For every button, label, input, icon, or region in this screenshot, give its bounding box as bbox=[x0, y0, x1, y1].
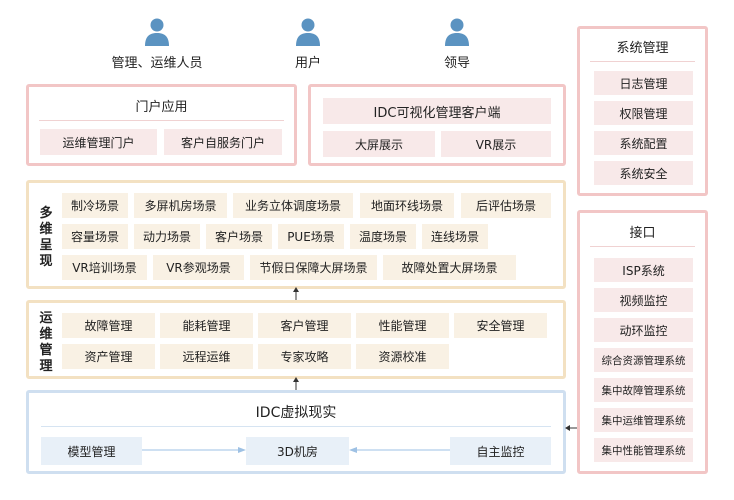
scene-item: 制冷场景 bbox=[62, 193, 128, 218]
scene-item: 节假日保障大屏场景 bbox=[250, 255, 377, 280]
vr-item: 模型管理 bbox=[41, 437, 142, 465]
iface-title: 接口 bbox=[629, 226, 656, 241]
vr-item: 自主监控 bbox=[450, 437, 551, 465]
multi-panel: 多维呈现 制冷场景 多屏机房场景 业务立体调度场景 地面环线场景 后评估场景 容… bbox=[26, 180, 566, 289]
idc-client-panel: IDC可视化管理客户端 大屏展示 VR展示 bbox=[308, 84, 566, 166]
divider bbox=[41, 426, 551, 427]
scene-item: VR培训场景 bbox=[62, 255, 147, 280]
user-label: 领导 bbox=[443, 56, 470, 71]
scene-item: 地面环线场景 bbox=[360, 193, 454, 218]
iface-panel: 接口 ISP系统 视频监控 动环监控 综合资源管理系统 集中故障管理系统 集中运… bbox=[577, 210, 708, 474]
portal-item: 运维管理门户 bbox=[40, 129, 157, 155]
iface-item: 视频监控 bbox=[594, 288, 693, 312]
scene-item: 容量场景 bbox=[62, 224, 128, 249]
divider bbox=[590, 246, 695, 247]
portal-title: 门户应用 bbox=[135, 100, 188, 115]
user-customer: 用户 bbox=[248, 18, 368, 71]
person-icon bbox=[145, 18, 169, 46]
user-label: 管理、运维人员 bbox=[111, 56, 203, 71]
scene-item: 后评估场景 bbox=[461, 193, 551, 218]
scene-item: 客户场景 bbox=[206, 224, 272, 249]
scene-item: 温度场景 bbox=[350, 224, 416, 249]
iface-item: 动环监控 bbox=[594, 318, 693, 342]
idc-client-item: VR展示 bbox=[441, 131, 551, 157]
ops-item: 资产管理 bbox=[62, 344, 155, 369]
scene-item: PUE场景 bbox=[278, 224, 344, 249]
sys-item: 日志管理 bbox=[594, 71, 693, 95]
ops-item: 安全管理 bbox=[454, 313, 547, 338]
sys-title: 系统管理 bbox=[616, 41, 669, 56]
sys-item: 权限管理 bbox=[594, 101, 693, 125]
ops-item: 专家攻略 bbox=[258, 344, 351, 369]
arrow-up-icon bbox=[293, 377, 299, 391]
vr-panel: IDC虚拟现实 模型管理 3D机房 自主监控 bbox=[26, 390, 566, 474]
scene-item: 连线场景 bbox=[422, 224, 488, 249]
sys-item: 系统配置 bbox=[594, 131, 693, 155]
ops-title: 运维管理 bbox=[39, 311, 53, 374]
portal-item: 客户自服务门户 bbox=[164, 129, 282, 155]
divider bbox=[590, 61, 695, 62]
iface-item: ISP系统 bbox=[594, 258, 693, 282]
user-ops: 管理、运维人员 bbox=[97, 18, 217, 71]
iface-item: 综合资源管理系统 bbox=[594, 348, 693, 372]
multi-title: 多维呈现 bbox=[39, 206, 53, 269]
scene-item: 业务立体调度场景 bbox=[233, 193, 353, 218]
scene-item: 动力场景 bbox=[134, 224, 200, 249]
vr-item: 3D机房 bbox=[246, 437, 349, 465]
ops-panel: 运维管理 故障管理 能耗管理 客户管理 性能管理 安全管理 资产管理 远程运维 … bbox=[26, 300, 566, 379]
user-leader: 领导 bbox=[397, 18, 517, 71]
scene-item: VR参观场景 bbox=[153, 255, 244, 280]
arrow-up-icon bbox=[293, 287, 299, 301]
idc-client-item: 大屏展示 bbox=[323, 131, 435, 157]
sys-panel: 系统管理 日志管理 权限管理 系统配置 系统安全 bbox=[577, 26, 708, 196]
iface-item: 集中运维管理系统 bbox=[594, 408, 693, 432]
person-icon bbox=[445, 18, 469, 46]
iface-item: 集中性能管理系统 bbox=[594, 438, 693, 462]
ops-item: 资源校准 bbox=[356, 344, 449, 369]
user-label: 用户 bbox=[294, 56, 321, 71]
divider bbox=[39, 120, 284, 121]
arrow-left-icon bbox=[349, 447, 450, 453]
person-icon bbox=[296, 18, 320, 46]
iface-item: 集中故障管理系统 bbox=[594, 378, 693, 402]
idc-client-title: IDC可视化管理客户端 bbox=[323, 98, 551, 124]
sys-item: 系统安全 bbox=[594, 161, 693, 185]
ops-item: 客户管理 bbox=[258, 313, 351, 338]
scene-item: 故障处置大屏场景 bbox=[383, 255, 516, 280]
ops-item: 能耗管理 bbox=[160, 313, 253, 338]
ops-item: 故障管理 bbox=[62, 313, 155, 338]
portal-panel: 门户应用 运维管理门户 客户自服务门户 bbox=[26, 84, 297, 166]
ops-item: 性能管理 bbox=[356, 313, 449, 338]
arrow-left-icon bbox=[565, 425, 577, 431]
scene-item: 多屏机房场景 bbox=[134, 193, 227, 218]
ops-item: 远程运维 bbox=[160, 344, 253, 369]
arrow-right-icon bbox=[142, 447, 246, 453]
vr-title: IDC虚拟现实 bbox=[255, 405, 337, 421]
